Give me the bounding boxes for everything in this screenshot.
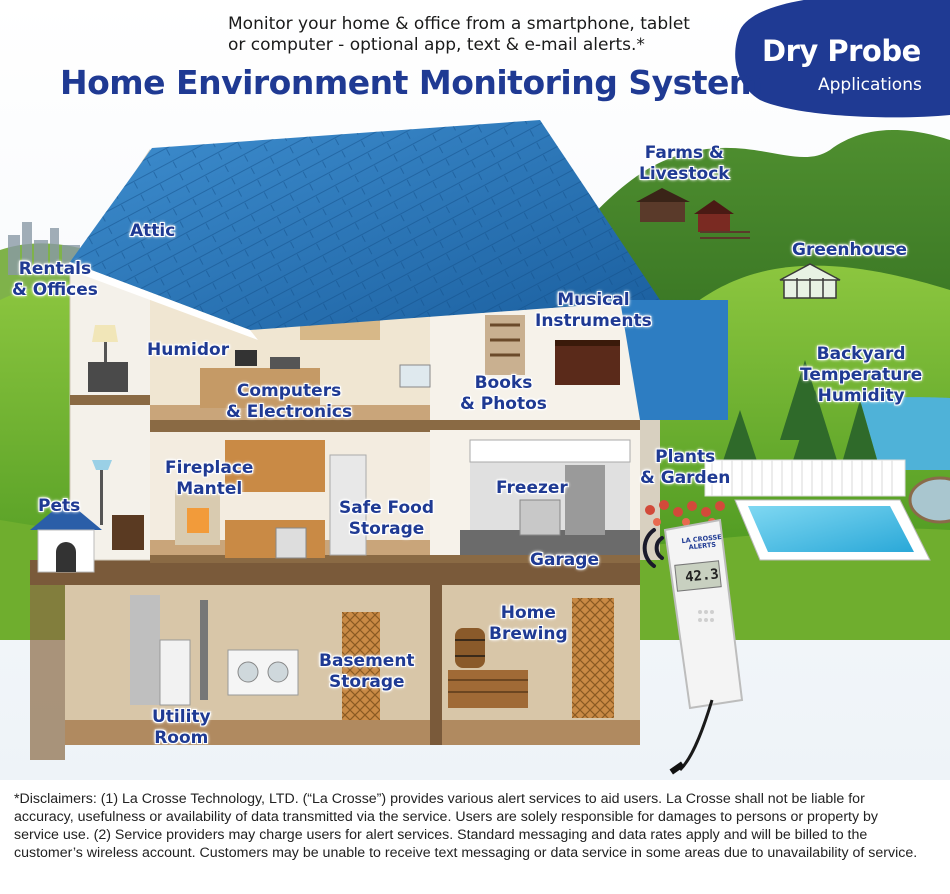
label-rentals-offices: Rentals & Offices xyxy=(12,259,98,300)
greenhouse-illustration xyxy=(779,263,841,299)
badge-shape xyxy=(735,0,950,118)
wireless-signal-icon xyxy=(642,528,664,568)
backyard-fence xyxy=(704,459,906,497)
label-freezer: Freezer xyxy=(496,478,568,498)
badge-subtitle: Applications xyxy=(818,75,922,95)
label-home-brewing: Home Brewing xyxy=(489,603,568,644)
label-pets: Pets xyxy=(38,496,81,516)
label-computers-electronics: Computers & Electronics xyxy=(226,381,353,422)
swimming-pool xyxy=(748,506,914,552)
label-garage: Garage xyxy=(530,550,599,570)
page-title: Home Environment Monitoring System xyxy=(60,63,763,102)
basement-storage-rack xyxy=(342,612,380,720)
house-scene-illustration xyxy=(0,0,950,780)
disclaimer-text: *Disclaimers: (1) La Crosse Technology, … xyxy=(14,791,918,861)
label-utility-room: Utility Room xyxy=(152,707,211,748)
dry-probe-sensor-device xyxy=(663,518,744,775)
dog-house-illustration xyxy=(30,500,102,573)
label-attic: Attic xyxy=(130,221,176,241)
label-basement-storage: Basement Storage xyxy=(319,651,415,692)
home-brewing-illustration xyxy=(448,628,528,708)
utility-room-illustration xyxy=(130,595,299,706)
label-fireplace-mantel: Fireplace Mantel xyxy=(165,458,254,499)
label-farms-livestock: Farms & Livestock xyxy=(639,143,730,184)
label-plants-garden: Plants & Garden xyxy=(640,447,731,488)
label-books-photos: Books & Photos xyxy=(460,373,547,414)
label-greenhouse: Greenhouse xyxy=(792,240,908,260)
tagline: Monitor your home & office from a smartp… xyxy=(228,14,690,55)
label-backyard-temperature-humidity: Backyard Temperature Humidity xyxy=(800,344,923,406)
farm-illustration xyxy=(636,188,750,239)
badge-title: Dry Probe xyxy=(762,34,921,68)
label-musical-instruments: Musical Instruments xyxy=(535,290,652,331)
label-safe-food-storage: Safe Food Storage xyxy=(339,498,435,539)
label-humidor: Humidor xyxy=(147,340,230,360)
